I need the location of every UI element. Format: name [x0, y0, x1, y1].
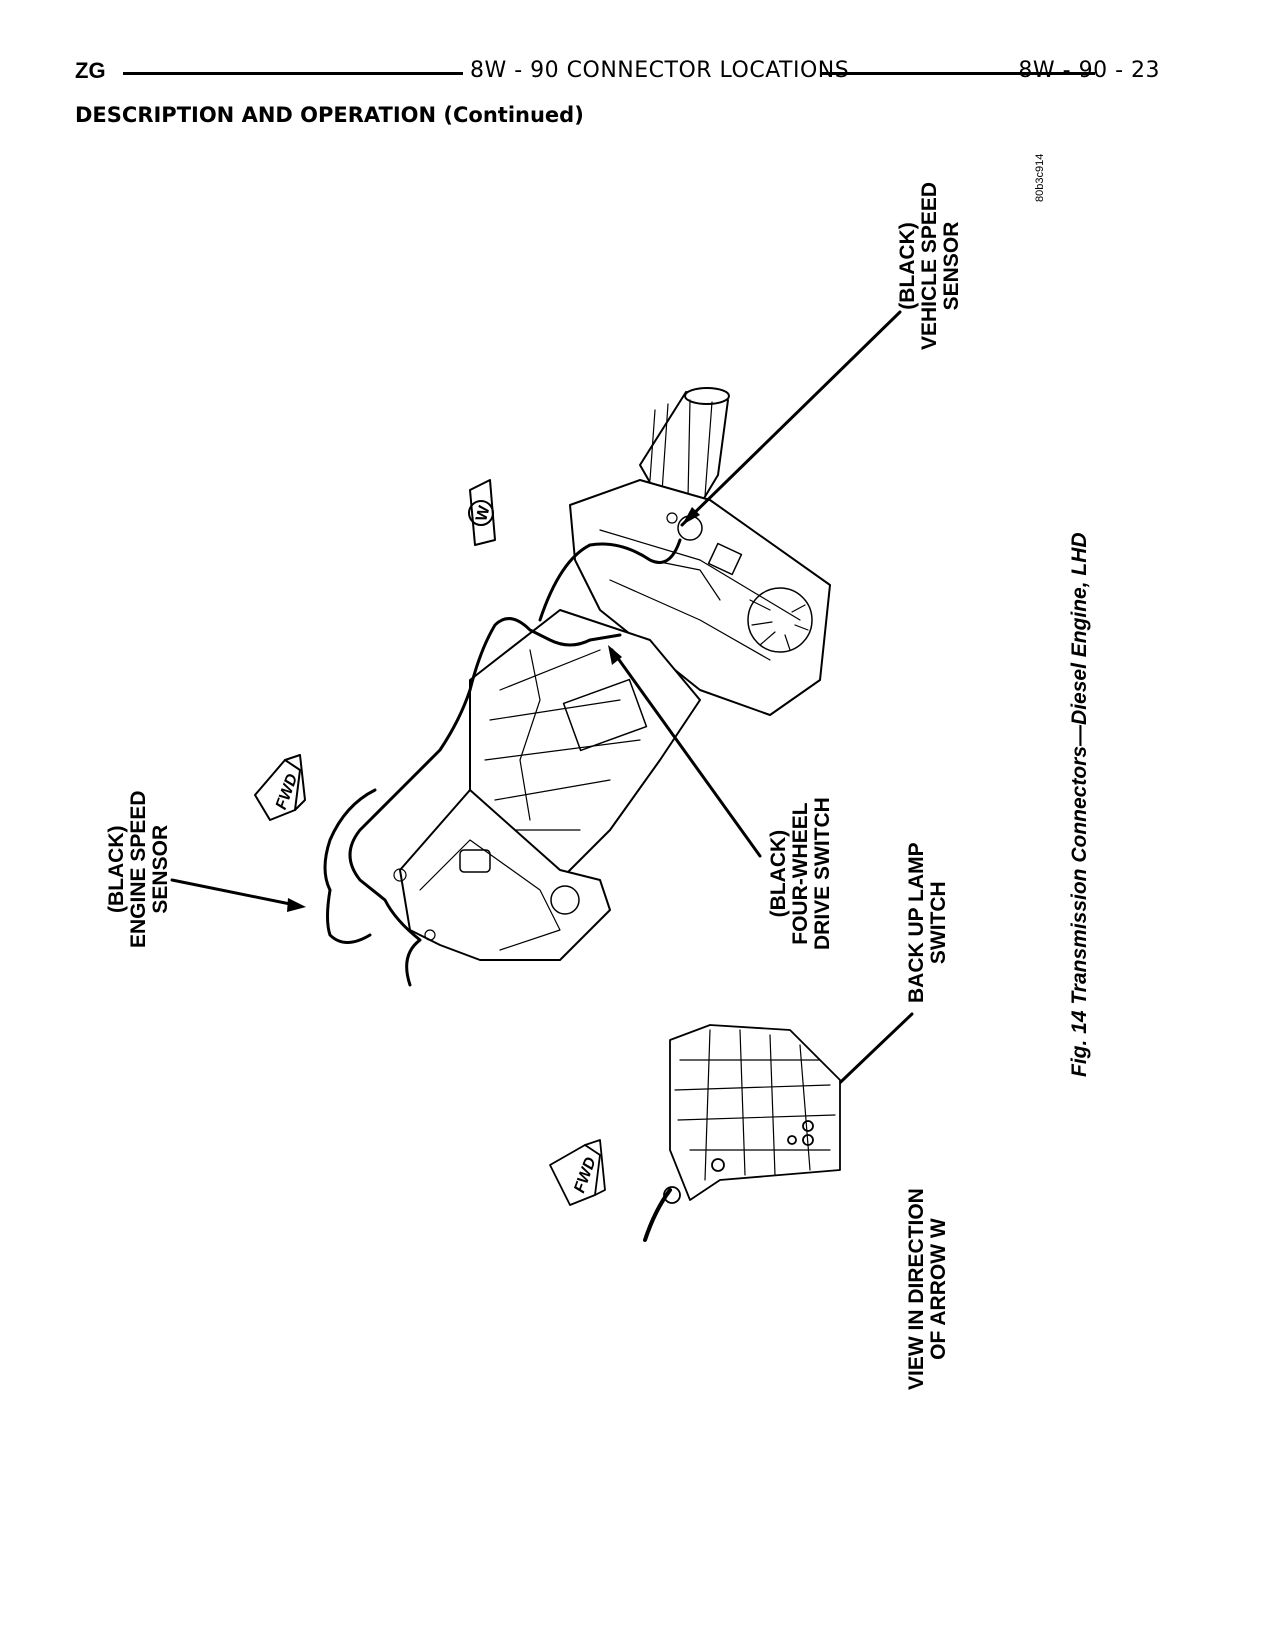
header-chapter-title: 8W - 90 CONNECTOR LOCATIONS	[470, 58, 850, 83]
fwd-arrow-upper	[254, 754, 306, 821]
w-arrow-label: W	[473, 503, 494, 523]
wiring-harness	[323, 538, 682, 987]
header-rule-right	[820, 72, 1095, 75]
label-vehicle-speed-sensor: (BLACK) VEHICLE SPEED SENSOR	[896, 181, 963, 350]
figure-caption: Fig. 14 Transmission Connectors—Diesel E…	[1068, 532, 1091, 1077]
label-view-direction: VIEW IN DIRECTION OF ARROW W	[905, 1188, 950, 1390]
label-engine-speed-sensor: (BLACK) ENGINE SPEED SENSOR	[105, 790, 172, 948]
section-title: DESCRIPTION AND OPERATION (Continued)	[75, 103, 584, 127]
tail-housing	[639, 387, 730, 506]
label-four-wheel-drive-switch: (BLACK) FOUR-WHEEL DRIVE SWITCH	[767, 797, 834, 950]
bell-housing	[393, 789, 611, 961]
inset-backup-view	[549, 1024, 841, 1242]
header-rule-left	[123, 72, 463, 75]
label-back-up-lamp-switch: BACK UP LAMP SWITCH	[905, 842, 950, 1003]
header-page-number: 8W - 90 - 23	[1018, 58, 1160, 83]
page-header: ZG 8W - 90 CONNECTOR LOCATIONS 8W - 90 -…	[75, 58, 1160, 88]
w-direction-arrow	[468, 479, 496, 546]
header-section-code: ZG	[75, 58, 106, 83]
figure-code: 80b3c914	[1034, 153, 1046, 202]
